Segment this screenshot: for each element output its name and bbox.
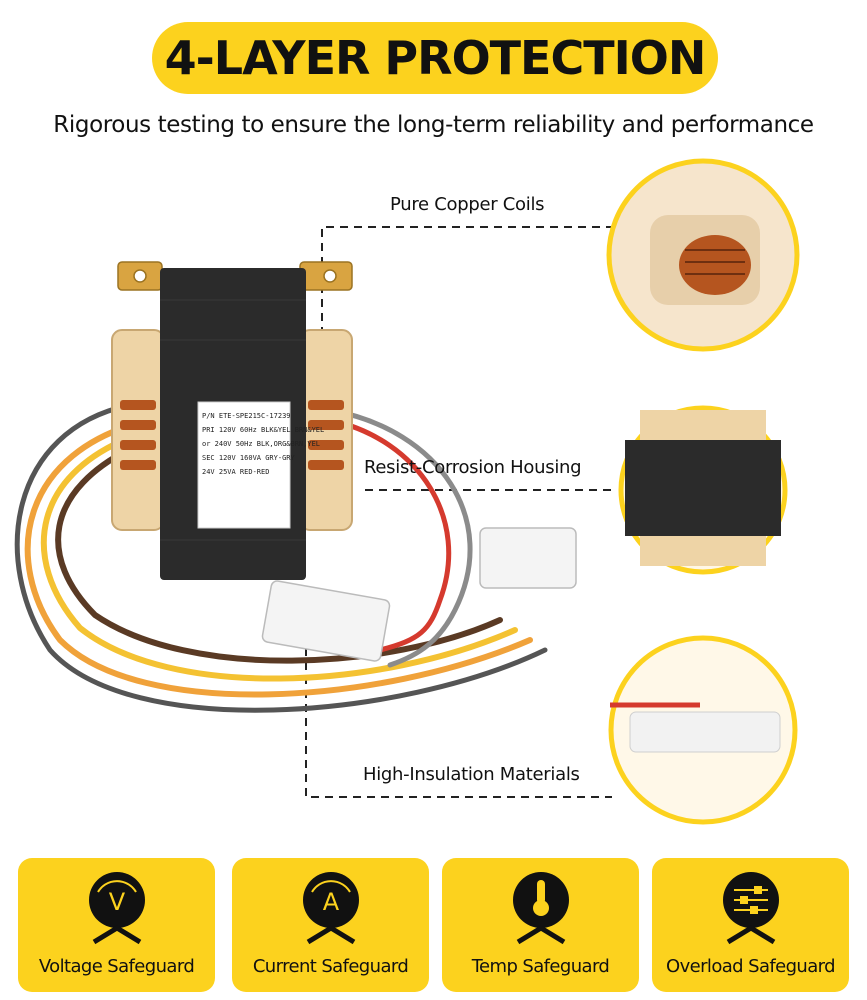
- card-overload-safeguard: Overload Safeguard: [652, 858, 849, 992]
- detail-copper-coils: [606, 158, 800, 352]
- card-current-safeguard: A Current Safeguard: [232, 858, 429, 992]
- voltmeter-icon: V: [89, 872, 145, 945]
- product-sticker: [197, 401, 291, 529]
- card-temp-safeguard: Temp Safeguard: [442, 858, 639, 992]
- title-banner: 4-LAYER PROTECTION: [152, 22, 718, 94]
- card-label-temp: Temp Safeguard: [471, 956, 610, 977]
- ammeter-icon: A: [303, 872, 359, 945]
- sticker-line: P/N ETE-SPE215C-17239: [202, 412, 291, 420]
- thermometer-icon: [513, 872, 569, 945]
- sliders-icon: [723, 872, 779, 945]
- feature-label-housing: Resist-Corrosion Housing: [364, 457, 582, 478]
- wire-bundle: [14, 402, 548, 713]
- detail-housing: [618, 405, 788, 575]
- transformer-illustration: P/N ETE-SPE215C-17239 PRI 120V 60Hz BLK&…: [14, 158, 800, 825]
- product-sticker-text: P/N ETE-SPE215C-17239 PRI 120V 60Hz BLK&…: [202, 412, 324, 476]
- bobbin: [111, 329, 353, 531]
- detail-insulation: [608, 635, 798, 825]
- card-label-voltage: Voltage Safeguard: [38, 956, 195, 977]
- mounting-bracket: [117, 261, 353, 291]
- sticker-line: PRI 120V 60Hz BLK&YEL BRN&YEL: [202, 426, 324, 434]
- sticker-line: or 240V 50Hz BLK,ORG&BRN,YEL: [202, 440, 320, 448]
- card-label-overload: Overload Safeguard: [666, 956, 836, 977]
- page-subtitle: Rigorous testing to ensure the long-term…: [53, 112, 814, 138]
- card-label-current: Current Safeguard: [252, 956, 409, 977]
- page-title: 4-LAYER PROTECTION: [164, 31, 707, 85]
- feature-label-insulation: High-Insulation Materials: [363, 764, 580, 785]
- feature-label-copper: Pure Copper Coils: [390, 194, 545, 215]
- wire-connector: [261, 527, 577, 662]
- ammeter-glyph: A: [323, 888, 340, 916]
- card-voltage-safeguard: V Voltage Safeguard: [18, 858, 215, 992]
- voltmeter-glyph: V: [109, 888, 126, 916]
- sticker-line: SEC 120V 160VA GRY-GRY: [202, 454, 296, 462]
- sticker-line: 24V 25VA RED-RED: [202, 468, 269, 476]
